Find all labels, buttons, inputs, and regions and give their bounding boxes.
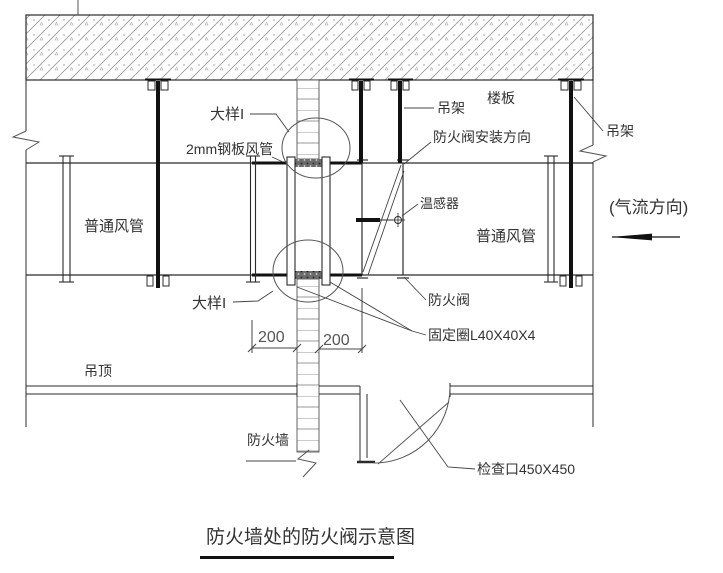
hanger-left-label: 吊架 bbox=[437, 100, 465, 116]
hanger-rod-4 bbox=[558, 78, 584, 288]
detail-circle-bottom bbox=[272, 239, 344, 303]
steel-duct-label: 2mm钢板风管 bbox=[186, 141, 273, 157]
duct-flanges bbox=[59, 155, 558, 283]
temp-sensor-label: 温感器 bbox=[420, 196, 459, 211]
ceiling bbox=[26, 383, 593, 464]
left-boundary-line bbox=[11, 15, 41, 427]
hanger-rod-1 bbox=[145, 78, 171, 288]
leader-lines bbox=[232, 96, 604, 470]
airflow-arrow bbox=[611, 233, 680, 241]
title-text: 防火墙处的防火阀示意图 bbox=[206, 526, 415, 548]
fixing-rings bbox=[286, 156, 331, 286]
install-direction-label: 防火阀安装方向 bbox=[433, 129, 531, 145]
detail-bottom-label: 大样I bbox=[192, 295, 226, 312]
slab-label: 楼板 bbox=[487, 90, 515, 106]
right-boundary-line bbox=[578, 15, 608, 427]
detail-circle-top bbox=[281, 117, 351, 179]
detail-top-label: 大样I bbox=[210, 106, 244, 123]
dim-left-label: 200 bbox=[258, 329, 285, 346]
fire-damper-label: 防火阀 bbox=[428, 292, 470, 308]
temp-sensor-symbol bbox=[356, 213, 405, 227]
duct-right-label: 普通风管 bbox=[476, 228, 536, 245]
firewall-label: 防火墙 bbox=[247, 432, 289, 448]
wall-seal-bottom bbox=[295, 271, 322, 279]
drawing-title: 防火墙处的防火阀示意图 bbox=[200, 526, 415, 559]
airflow-label: (气流方向) bbox=[609, 198, 688, 217]
dim-right-label: 200 bbox=[323, 332, 350, 349]
wall-break-mark bbox=[296, 449, 317, 478]
damper-blade bbox=[362, 164, 405, 276]
ceiling-label: 吊顶 bbox=[84, 363, 112, 379]
fixing-ring-label: 固定圈L40X40X4 bbox=[428, 327, 536, 343]
wall-seal-top bbox=[295, 159, 322, 167]
dimension-200 bbox=[247, 288, 367, 354]
hanger-rod-2 bbox=[349, 78, 374, 163]
duct-left-label: 普通风管 bbox=[84, 218, 144, 235]
floor-slab bbox=[25, 14, 594, 81]
inspection-port-label: 检查口450X450 bbox=[477, 461, 575, 477]
firewall-wall bbox=[296, 79, 320, 478]
title-underline bbox=[200, 556, 394, 559]
hanger-rod-3 bbox=[388, 78, 413, 163]
hanger-right-label: 吊架 bbox=[606, 123, 634, 139]
inspection-door-swing bbox=[373, 386, 451, 465]
duct-left bbox=[26, 162, 252, 276]
